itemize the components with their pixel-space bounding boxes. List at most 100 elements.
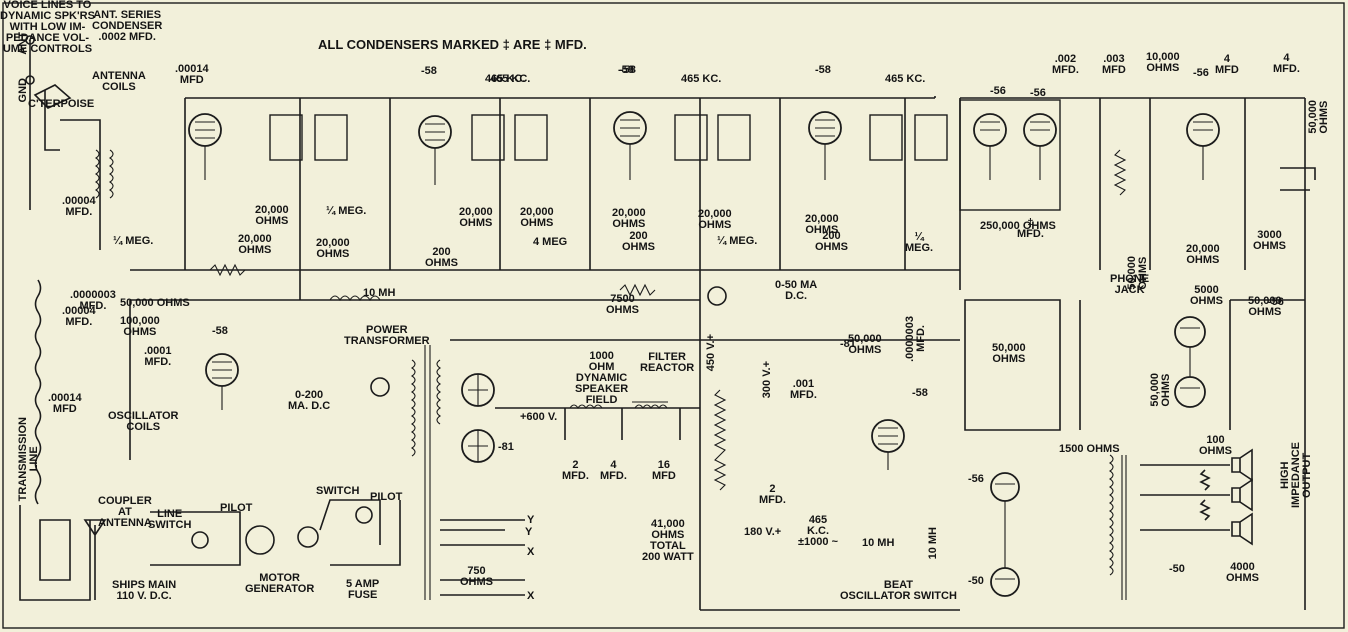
schematic-label-60: 16 MFD [652,459,676,482]
schematic-label-76: 10 MH [862,537,895,549]
schematic-label-10: COUPLER AT ANTENNA [98,495,152,529]
schematic-label-83: 10,000 OHMS [1146,51,1180,74]
schematic-label-98: 50,000 OHMS [1149,373,1172,407]
schematic-label-24: 50,000 OHMS [120,297,190,309]
tube-out-1 [990,472,1020,540]
schematic-label-19: 100,000 OHMS [120,315,160,338]
schematic-label-93: 50,000 OHMS [1307,100,1330,134]
resistor-250000 [1113,149,1127,196]
schematic-label-56: FILTER REACTOR [640,351,695,374]
if-transformer-3 [674,114,708,161]
schematic-label-15: SWITCH [316,485,360,497]
schematic-label-69: 180 V.+ [744,526,782,538]
schematic-label-50: 0-50 MA D.C. [775,279,818,302]
schematic-label-12: LINE SWITCH [148,508,192,531]
schematic-label-95: 5000 OHMS [1190,284,1223,307]
schematic-label-87: 50,000 OHMS [1248,295,1282,318]
schematic-label-105: HIGH IMPEDANCE OUTPUT [1279,442,1313,509]
schematic-label-77: 10 MH [927,527,939,560]
schematic-label-86: 4 MFD. [1273,52,1300,75]
schematic-label-47: 20,000 OHMS [805,213,839,236]
schematic-label-21: .00014 MFD [48,392,82,415]
schematic-label-6: .00004 MFD. [62,195,96,218]
schematic-label-38: -58 [620,64,636,76]
c-terpoise-plate [33,84,72,109]
schematic-label-74: .0000003 MFD. [904,316,927,362]
schematic-label-29: ¼ MEG. [326,205,367,217]
schematic-label-84: 4 MFD [1215,53,1239,76]
speaker-2 [1231,478,1253,512]
tube-pp-1 [1174,316,1206,360]
schematic-label-2: ANT. SERIES CONDENSER .0002 MFD. [92,9,163,43]
schematic-label-71: 50,000 OHMS [848,333,882,356]
speaker-3 [1231,512,1253,546]
schematic-label-43: ¼ MEG. [717,235,758,247]
if-transformer-4 [869,114,903,161]
schematic-label-13: PILOT [220,502,253,514]
schematic-label-73: -58 [912,387,928,399]
trans-line-wave [34,279,42,505]
schematic-label-40: 20,000 OHMS [612,207,646,230]
tube-if-2 [613,111,647,180]
if-transformer-1b [314,114,348,161]
schematic-label-22: OSCILLATOR COILS [108,410,179,433]
schematic-label-53: -81 [840,338,856,350]
tube-det-2 [1023,113,1057,180]
schematic-label-16: PILOT [370,491,403,503]
schematic-label-9: TRANSMISSION LINE [17,417,40,502]
schematic-label-99: 1500 OHMS [1059,443,1120,455]
ground-bus [130,269,961,290]
if-transformer-3b [717,114,751,161]
schematic-label-68: 2 MFD. [759,483,786,506]
speaker-lines [1140,464,1230,531]
schematic-label-31: 20,000 OHMS [316,237,350,260]
schematic-label-85: -56 [1193,67,1209,79]
schematic-label-92: 3000 OHMS [1253,229,1286,252]
schematic-label-64: X [527,590,535,602]
rectifier-81-1 [461,373,495,407]
schematic-label-51: POWER TRANSFORMER [344,324,430,347]
schematic-label-101: -56 [968,473,984,485]
schematic-label-5: .00014 MFD [175,63,209,86]
gnd-terminal [25,75,35,85]
schematic-label-75: 465 K.C. ±1000 ~ [798,514,838,548]
push-pull-box [964,299,1231,431]
schematic-label-8: .0000003 MFD. [70,289,116,312]
bottom-bus [129,300,960,611]
diagram-title: ALL CONDENSERS MARKED ‡ ARE ‡ MFD. [318,37,587,52]
tube-if-1 [418,115,452,185]
schematic-label-102: -50 [968,575,984,587]
generator-output [297,526,319,548]
schematic-label-23: -58 [212,325,228,337]
schematic-label-82: .003 MFD [1102,53,1126,76]
choke-10mh [329,295,381,302]
if-transformer-2 [471,114,505,161]
schematic-label-32: -58 [618,64,634,76]
tube-beat-osc [871,419,905,470]
schematic-label-80: -56 [1030,87,1046,99]
schematic-label-94: PHONE JACK [1110,273,1150,296]
schematic-label-67: 300 V.+ [761,361,773,399]
output-transformer [1109,454,1127,600]
schematic-label-63: X [527,546,535,558]
right-feed [1230,98,1306,610]
schematic-label-7: ¼ MEG. [113,235,154,247]
line-pilot-lamp [191,531,209,549]
schematic-label-11: SHIPS MAIN 110 V. D.C. [112,579,177,602]
schematic-label-57: +600 V. [520,411,558,423]
meter-0-50ma [707,286,727,306]
schematic-label-78: BEAT OSCILLATOR SWITCH [840,579,957,602]
schematic-label-35: 200 OHMS [425,246,458,269]
ant-terminal [25,35,35,45]
schematic-label-65: 750 OHMS [460,565,493,588]
schematic-label-100: 100 OHMS [1199,434,1232,457]
if-transformer-4b [914,114,948,161]
schematic-label-62: Y [525,526,533,538]
tube-if-3 [808,111,842,180]
schematic-label-45: -58 [815,64,831,76]
resistor-41000 [713,389,727,491]
schematic-label-26: -58 [421,65,437,77]
schematic-label-46: 465 KC. [885,73,926,85]
